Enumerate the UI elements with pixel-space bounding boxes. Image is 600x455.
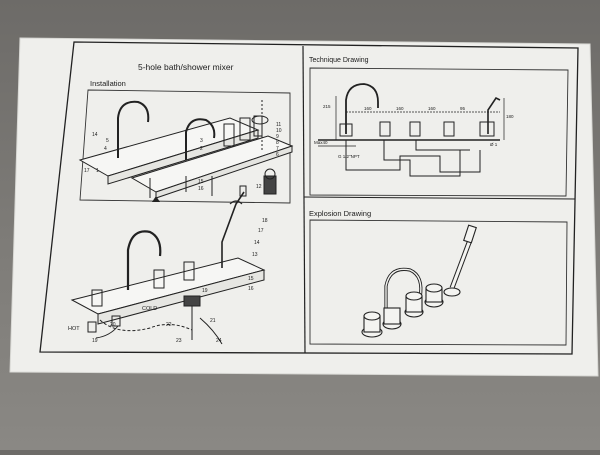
callout-label: 16 [198, 186, 204, 192]
dimension-label: G 1/2"NPT [338, 154, 360, 159]
dimension-label: 160 [364, 106, 372, 111]
callout-label: 5 [106, 138, 109, 144]
technique-box [309, 67, 569, 197]
callout-label: 16 [248, 286, 254, 292]
callout-label: 1 [96, 168, 99, 174]
callout-label: 24 [216, 338, 222, 344]
dimension-label: 215 [323, 104, 331, 109]
callout-label: 13 [252, 252, 258, 258]
outer-frame [39, 41, 579, 355]
installation-box-top [79, 89, 291, 204]
callout-label: 19 [202, 288, 208, 294]
callout-label: 14 [92, 132, 98, 138]
dimension-label: 160 [396, 106, 404, 111]
installation-callouts: 14 5 4 3 2 17 1 11 10 9 8 7 6 12 15 16 1… [68, 122, 282, 344]
callout-label: 23 [176, 338, 182, 344]
dimension-label: 95 [460, 106, 466, 111]
callout-label: 9 [276, 134, 279, 140]
document-title: 5-hole bath/shower mixer [138, 62, 234, 72]
installation-top-faucet [78, 100, 294, 199]
callout-label: 17 [258, 228, 264, 234]
installation-bottom-faucet [70, 185, 266, 345]
dimension-label: Ø 1 [490, 142, 498, 147]
callout-label: 14 [254, 240, 260, 246]
right-divider [303, 196, 576, 200]
dimension-label: 160 [428, 106, 436, 111]
callout-label: 6 [276, 152, 279, 158]
cold-label: COLD [142, 306, 157, 312]
callout-label: 7 [276, 146, 279, 152]
callout-label: 18 [262, 218, 268, 224]
installation-heading: Installation [90, 79, 126, 88]
hot-label: HOT [68, 326, 80, 332]
column-divider [302, 45, 306, 354]
arrow-icon [229, 200, 243, 205]
explosion-box [309, 219, 568, 346]
callout-label: 19 [92, 338, 98, 344]
callout-label: 17 [84, 168, 90, 174]
dimension-label: Max40 [314, 140, 328, 145]
callout-label: 11 [276, 122, 281, 128]
explosion-heading: Explosion Drawing [309, 209, 371, 218]
callout-label: 15 [248, 276, 254, 282]
callout-label: 8 [276, 140, 279, 146]
callout-label: 15 [198, 179, 204, 185]
explosion-faucet-assembly [361, 224, 477, 338]
technique-heading: Technique Drawing [309, 57, 369, 64]
callout-label: 4 [104, 146, 107, 152]
technique-faucet-elevation [318, 83, 505, 177]
callout-label: 2 [200, 146, 203, 152]
arrow-icon [152, 196, 160, 202]
technique-dimensions: 160 160 160 95 215 180 Ø 1 G 1/2"NPT Max… [314, 104, 514, 159]
callout-label: 22 [166, 322, 172, 328]
callout-label: 12 [256, 184, 262, 190]
callout-label: 10 [276, 128, 282, 134]
callout-label: 3 [200, 138, 203, 144]
callout-label: 20 [110, 322, 116, 328]
callout-label: 21 [210, 318, 216, 324]
dimension-label: 180 [506, 114, 514, 119]
